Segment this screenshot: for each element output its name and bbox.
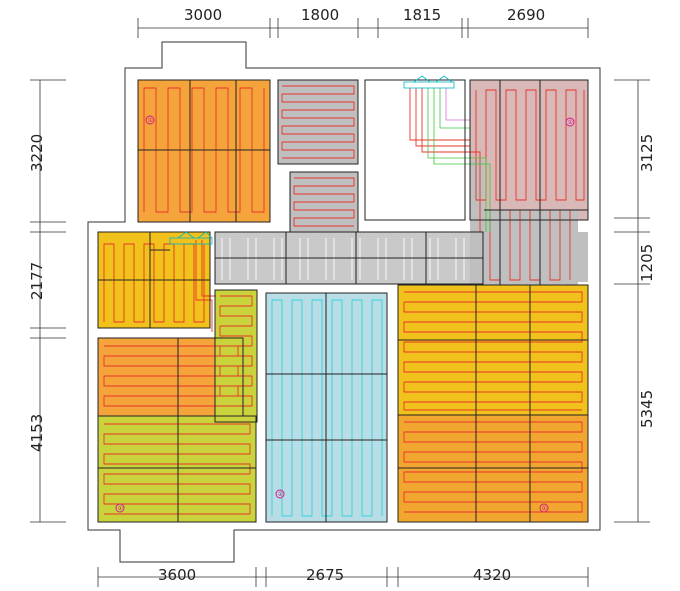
room-bath-top <box>278 80 358 164</box>
room-corridor-strip <box>575 232 588 282</box>
dimension-right: 3125 1205 5345 <box>614 79 656 523</box>
loop-markers: ① ① ① ① ① <box>115 115 575 513</box>
loop-marker: ① <box>115 503 125 513</box>
loop-marker: ① <box>275 489 285 499</box>
room-corridor-vertical <box>470 160 484 288</box>
dim-left-3: 4153 <box>28 414 46 452</box>
svg-text:①: ① <box>148 117 153 124</box>
dim-right-2: 1205 <box>638 244 656 282</box>
dim-top-1: 3000 <box>184 6 222 24</box>
dim-top-3: 1815 <box>403 6 441 24</box>
dimension-left: 3220 2177 4153 <box>28 79 66 523</box>
loop-marker: ① <box>145 115 155 125</box>
loop-marker: ① <box>565 117 575 127</box>
manifold-icon <box>169 231 213 245</box>
dim-right-3: 5345 <box>638 390 656 428</box>
rooms <box>98 80 588 522</box>
room-strip-yellow-green <box>215 290 257 420</box>
svg-text:①: ① <box>278 491 283 498</box>
svg-text:①: ① <box>118 505 123 512</box>
svg-text:①: ① <box>568 119 573 126</box>
dim-right-1: 3125 <box>638 134 656 172</box>
dim-bottom-1: 3600 <box>158 566 196 584</box>
dim-top-2: 1800 <box>301 6 339 24</box>
dim-left-2: 2177 <box>28 262 46 300</box>
dimension-top: 3000 1800 1815 2690 <box>137 6 589 38</box>
svg-text:①: ① <box>542 505 547 512</box>
grid-lines <box>97 79 589 523</box>
dimension-bottom: 3600 2675 4320 <box>97 566 589 587</box>
room-bedroom-top-right <box>470 80 588 220</box>
dim-bottom-3: 4320 <box>473 566 511 584</box>
dim-bottom-2: 2675 <box>306 566 344 584</box>
dim-left-1: 3220 <box>28 134 46 172</box>
manifold-icon <box>403 75 455 89</box>
loop-marker: ① <box>539 503 549 513</box>
room-living-right-upper <box>398 285 588 415</box>
dim-top-4: 2690 <box>507 6 545 24</box>
